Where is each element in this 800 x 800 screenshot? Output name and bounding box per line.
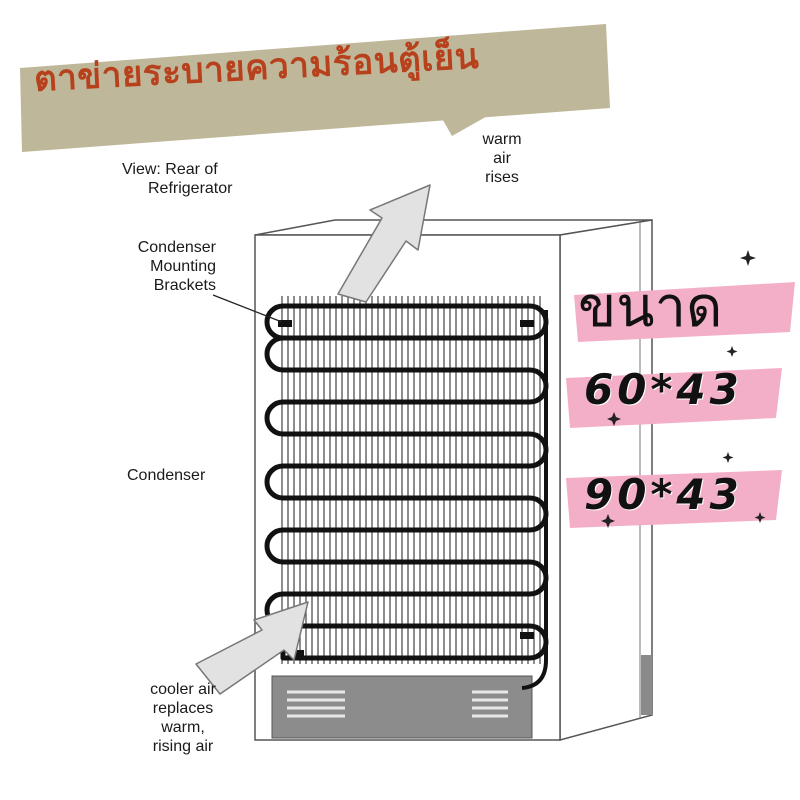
- warm-air-label: warm air rises: [482, 131, 522, 186]
- condenser-tube: [264, 303, 549, 661]
- size-highlights: [566, 282, 795, 528]
- size-title: ขนาด: [578, 275, 723, 340]
- cooler-air-label: cooler air replaces warm, rising air: [150, 681, 216, 755]
- side-vent: [641, 655, 652, 715]
- mounting-brackets: [278, 320, 534, 656]
- condenser-return-tube: [521, 310, 548, 690]
- cooler-air-arrow: [195, 601, 309, 695]
- condenser-label: Condenser: [127, 467, 206, 484]
- view-label: View: Rear of Refrigerator: [122, 161, 233, 197]
- warm-air-arrow: [337, 184, 431, 303]
- compressor-compartment: [271, 675, 533, 739]
- banner-background: [20, 24, 610, 152]
- sparkle-decorations: [601, 250, 766, 528]
- brackets-label: Condenser Mounting Brackets: [137, 239, 216, 294]
- size-value-2: 90*43: [584, 470, 743, 519]
- size-value-1: 60*43: [584, 365, 743, 414]
- banner-tail: [440, 110, 498, 136]
- brackets-leader-line: [212, 294, 283, 323]
